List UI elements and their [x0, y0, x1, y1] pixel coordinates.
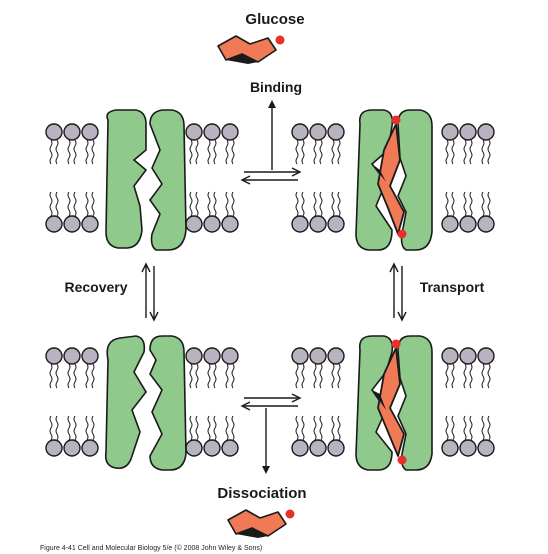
glucose-molecule-bottom — [227, 508, 296, 539]
glucose-label: Glucose — [245, 11, 304, 28]
recovery-equilibrium-arrows — [141, 262, 159, 322]
dissociation-label: Dissociation — [217, 485, 306, 502]
glucose-molecule-top — [217, 34, 286, 65]
binding-label: Binding — [250, 79, 302, 95]
transport-label: Transport — [420, 279, 485, 295]
transporter-state-outward-empty — [46, 109, 238, 251]
dissociation-equilibrium-arrows — [240, 393, 302, 411]
transporter-state-inward-bound — [292, 335, 494, 471]
recovery-label: Recovery — [64, 279, 127, 295]
binding-equilibrium-arrows — [240, 167, 302, 185]
transporter-state-inward-empty — [46, 335, 238, 471]
transporter-state-outward-bound — [292, 109, 494, 251]
transport-equilibrium-arrows — [389, 262, 407, 322]
figure-caption: Figure 4-41 Cell and Molecular Biology 5… — [40, 544, 262, 552]
